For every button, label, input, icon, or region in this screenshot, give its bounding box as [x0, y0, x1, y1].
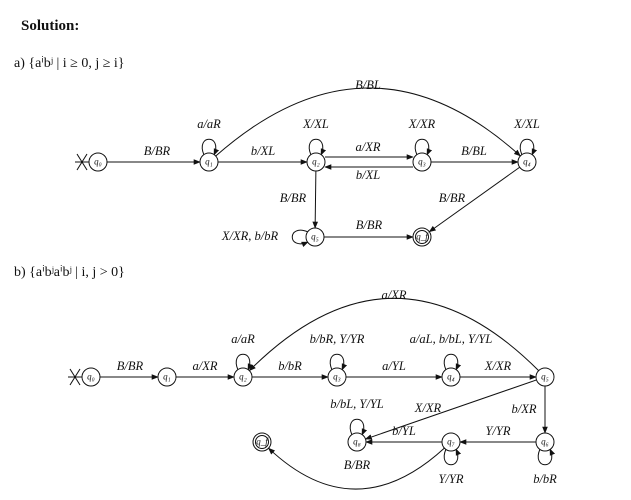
- a-transition-q4-q4: [519, 138, 538, 156]
- b-transition-q7-qf-label: B/BR: [344, 458, 371, 472]
- start-marker: [76, 153, 88, 171]
- a-transition-q2-q5: [312, 170, 319, 229]
- b-transition-q7-q7: [443, 448, 462, 466]
- b-transition-q6-q6-label: b/bR: [533, 472, 557, 486]
- b-transition-q6-q7-label: Y/YR: [485, 424, 510, 438]
- a-state-q4-label: q₄: [523, 157, 531, 167]
- b-state-q1: q₁: [157, 367, 177, 387]
- a-transition-q4-qf-label: B/BR: [439, 191, 466, 205]
- a-transition-q3-q2-label: b/XL: [356, 168, 380, 182]
- b-state-q7: q₇: [441, 432, 461, 452]
- b-state-q3: q₃: [327, 367, 347, 387]
- a-transition-q2-q2: [308, 138, 327, 156]
- b-state-q3-label: q₃: [333, 372, 341, 382]
- a-state-q1: q₁: [199, 152, 219, 172]
- a-transition-q3-q3-label: X/XR: [408, 117, 436, 131]
- b-state-q6: q₆: [535, 432, 555, 452]
- a-transition-q1-q4-label: B/BL: [355, 78, 381, 92]
- b-transition-q2-q2-label: a/aR: [231, 332, 255, 346]
- part-a-language: a) {aⁱbʲ | i ≥ 0, j ≥ i}: [14, 56, 125, 71]
- b-transition-q8-q8-label: b/bL, Y/YL: [330, 397, 384, 411]
- b-transition-q3-q3-label: b/bR, Y/YR: [310, 332, 365, 346]
- b-state-qf-label: q_f: [256, 437, 269, 447]
- a-state-qf: q_f: [412, 227, 432, 247]
- b-transition-q4-q4-label: a/aL, b/bL, Y/YL: [410, 332, 493, 346]
- a-state-q5: q₅: [305, 227, 325, 247]
- a-transition-q2-q3-label: a/XR: [356, 140, 381, 154]
- b-state-qf: q_f: [252, 432, 272, 452]
- a-transition-q1-q2-label: b/XL: [251, 144, 275, 158]
- a-transition-q5-qf-label: B/BR: [356, 218, 383, 232]
- a-state-q5-label: q₅: [311, 232, 319, 242]
- a-transition-q0-q1-label: B/BR: [144, 144, 171, 158]
- b-transition-q1-q2-label: a/XR: [193, 359, 218, 373]
- part-b-language: b) {aⁱbʲaⁱbʲ | i, j > 0}: [14, 265, 125, 280]
- a-state-q0-label: q₀: [94, 157, 102, 167]
- a-transition-q2-q2-label: X/XL: [302, 117, 329, 131]
- a-state-qf-label: q_f: [416, 232, 429, 242]
- solution-heading: Solution:: [21, 18, 80, 34]
- b-state-q5: q₅: [535, 367, 555, 387]
- b-transition-q5-q8-label: X/XR: [414, 401, 442, 415]
- a-state-q1-label: q₁: [205, 157, 213, 167]
- b-transition-q8-q8: [349, 418, 368, 436]
- a-state-q3: q₃: [412, 152, 432, 172]
- b-transition-q3-q3: [329, 353, 348, 371]
- b-state-q5-label: q₅: [541, 372, 549, 382]
- b-state-q8-label: q₈: [353, 437, 361, 447]
- b-transition-q7-qf: [268, 447, 445, 490]
- b-transition-q7-q7-label: Y/YR: [438, 472, 463, 486]
- a-state-q2: q₂: [306, 152, 326, 172]
- a-transition-q3-q4-label: B/BL: [461, 144, 487, 158]
- a-transition-q4-qf: [428, 166, 520, 233]
- a-transition-q4-q4-label: X/XL: [513, 117, 540, 131]
- b-state-q2: q₂: [233, 367, 253, 387]
- b-state-q7-label: q₇: [447, 437, 455, 447]
- b-state-q8: q₈: [347, 432, 367, 452]
- b-state-q2-label: q₂: [239, 372, 247, 382]
- b-transition-q5-q2-label: a/XR: [382, 288, 407, 302]
- a-transition-q3-q3: [414, 138, 433, 156]
- b-state-q6-label: q₆: [541, 437, 549, 447]
- a-state-q2-label: q₂: [312, 157, 320, 167]
- b-transition-q5-q8: [364, 379, 537, 440]
- b-transition-q5-q2: [248, 297, 539, 372]
- b-state-q4-label: q₄: [447, 372, 455, 382]
- a-transition-q1-q4: [215, 87, 521, 157]
- b-transition-q6-q6: [537, 448, 556, 466]
- b-transition-q3-q4-label: a/YL: [382, 359, 406, 373]
- a-transition-q5-q5: [291, 229, 309, 248]
- a-state-q3-label: q₃: [418, 157, 426, 167]
- b-state-q0-label: q₀: [87, 372, 95, 382]
- a-transition-q5-q5-label: X/XR, b/bR: [221, 229, 279, 243]
- b-transition-q4-q4: [443, 353, 462, 371]
- b-state-q1-label: q₁: [163, 372, 171, 382]
- b-transition-q5-q6-label: b/XR: [512, 402, 537, 416]
- b-state-q4: q₄: [441, 367, 461, 387]
- a-state-q0: q₀: [88, 152, 108, 172]
- a-transition-q1-q1-label: a/aR: [197, 117, 221, 131]
- b-transition-q0-q1-label: B/BR: [117, 359, 144, 373]
- a-transition-q2-q5-label: B/BR: [280, 191, 307, 205]
- b-state-q0: q₀: [81, 367, 101, 387]
- a-state-q4: q₄: [517, 152, 537, 172]
- b-transition-q2-q3-label: b/bR: [278, 359, 302, 373]
- a-transition-q1-q1: [201, 138, 220, 156]
- b-transition-q4-q5-label: X/XR: [484, 359, 512, 373]
- start-marker: [69, 368, 81, 386]
- b-transition-q7-q8-label: b/YL: [392, 424, 416, 438]
